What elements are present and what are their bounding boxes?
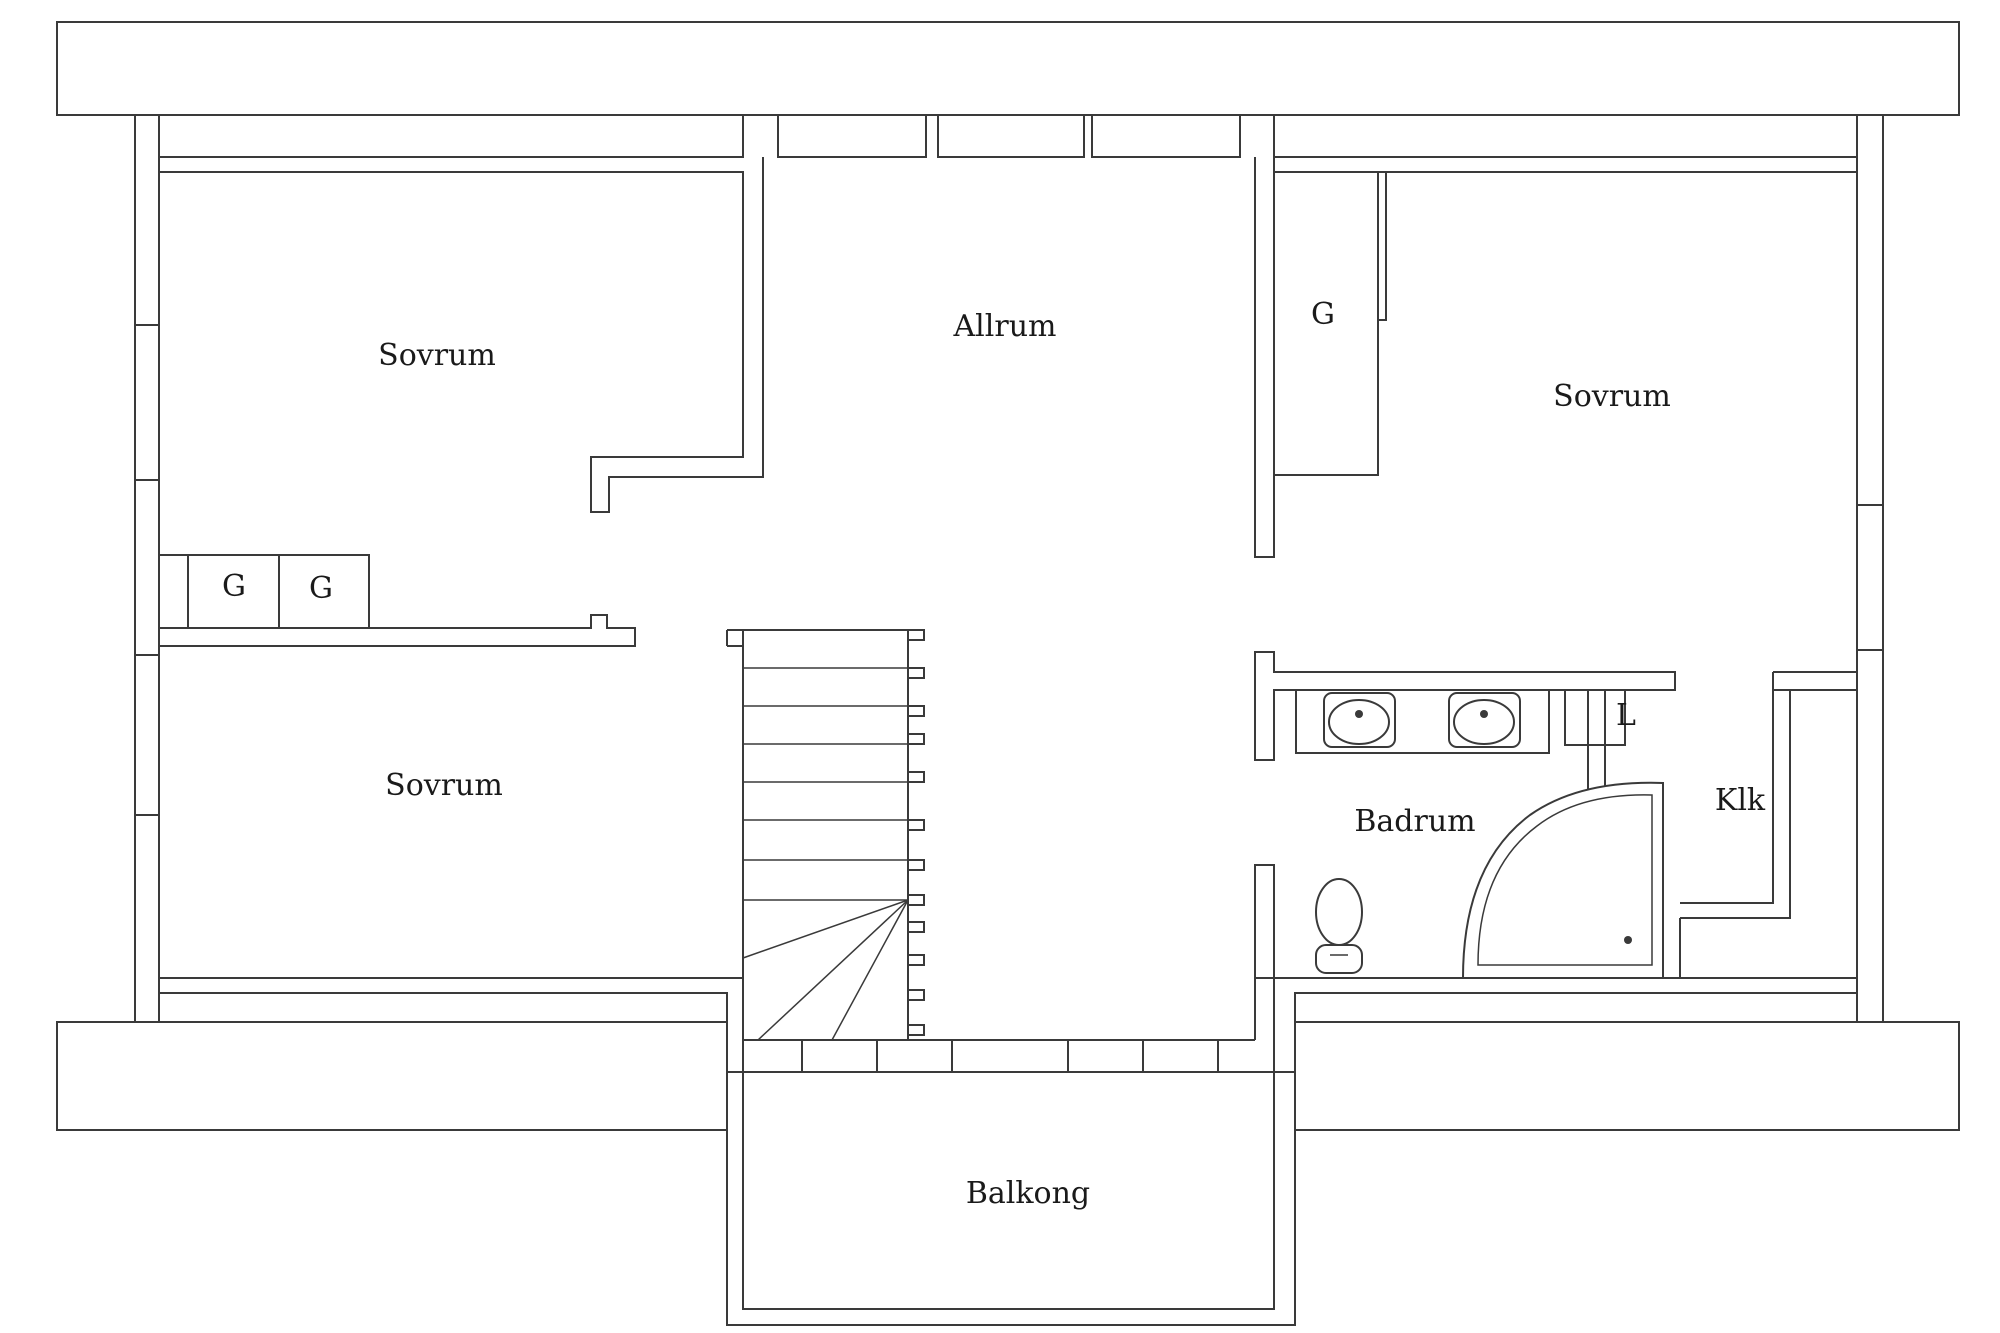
roof-eave-bottom-left <box>56 1021 728 1131</box>
room-label-sovrum-top-left: Sovrum <box>378 338 496 373</box>
room-label-sovrum-right: Sovrum <box>1553 379 1671 414</box>
interior-walls <box>158 157 1858 1072</box>
closet-label-g-left-2: G <box>309 571 333 606</box>
roof-eave-bottom-right <box>1294 1021 1960 1131</box>
room-label-sovrum-bottom-left: Sovrum <box>385 768 503 803</box>
sink-right <box>1448 692 1521 748</box>
closet-label-g-right: G <box>1311 297 1335 332</box>
bathroom-fixtures <box>1295 689 1664 979</box>
room-label-balkong: Balkong <box>966 1176 1090 1211</box>
room-label-badrum: Badrum <box>1354 804 1475 839</box>
closet-label-l-bath: L <box>1616 698 1636 733</box>
sink-left <box>1323 692 1396 748</box>
room-label-allrum: Allrum <box>953 309 1057 344</box>
toilet <box>1315 878 1363 974</box>
outer-walls <box>134 114 1884 1023</box>
roof-eave-top <box>56 21 1960 116</box>
staircase <box>727 629 925 1041</box>
room-label-klk: Klk <box>1715 783 1766 818</box>
corner-bathtub <box>1461 781 1664 979</box>
balcony <box>726 1071 1296 1326</box>
closet-label-g-left-1: G <box>222 569 246 604</box>
